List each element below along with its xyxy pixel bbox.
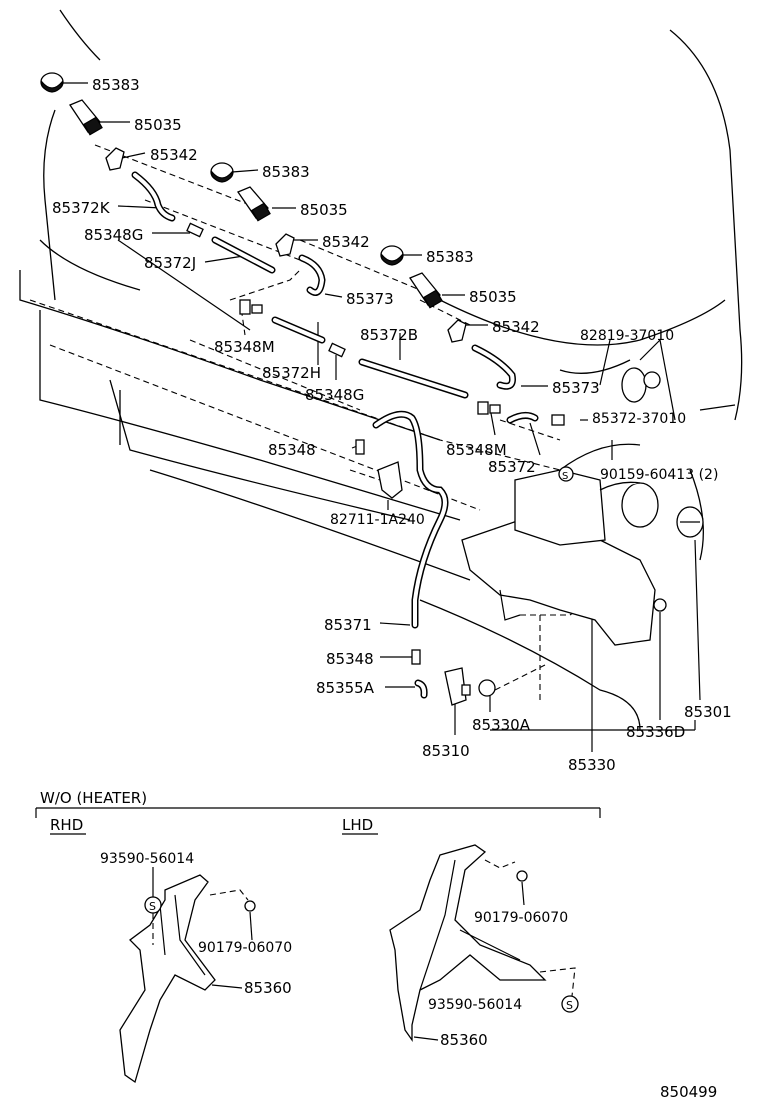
inset-title: W/O (HEATER) <box>40 789 147 807</box>
label-85383-c: 85383 <box>426 248 474 266</box>
grommet-85372-37010 <box>551 414 565 426</box>
grommet-85330A <box>478 679 496 697</box>
s-marker-90159: S <box>558 466 574 482</box>
rhd-bracket-label: 85360 <box>244 979 292 997</box>
connector-85348M-a <box>239 299 263 315</box>
connector-85348-a <box>355 439 365 455</box>
routing-dashed-lines <box>29 144 656 700</box>
label-82819-37010: 82819-37010 <box>580 328 674 344</box>
label-85342-c: 85342 <box>492 318 540 336</box>
label-85372J: 85372J <box>144 254 196 272</box>
label-85372K: 85372K <box>52 199 111 217</box>
inset-without-heater: W/O (HEATER) RHD LHD S 93590-56014 90179… <box>35 789 601 1084</box>
hose-85372B <box>358 358 469 399</box>
rhd-bracket-85360 <box>119 874 216 1084</box>
nozzle-85035-c <box>409 272 443 309</box>
connector-85348-b <box>411 649 421 665</box>
label-85372: 85372 <box>488 458 536 476</box>
hose-85372H <box>271 316 326 344</box>
label-85372B: 85372B <box>360 326 418 344</box>
label-85383-a: 85383 <box>92 76 140 94</box>
label-85373-a: 85373 <box>346 290 394 308</box>
lhd-nut-90179 <box>484 859 528 906</box>
cap-85383-b <box>210 162 234 183</box>
rhd-nut-label: 90179-06070 <box>198 940 292 956</box>
label-85035-c: 85035 <box>469 288 517 306</box>
connector-85348M-b <box>477 401 501 415</box>
label-85301: 85301 <box>684 703 732 721</box>
label-85348-a: 85348 <box>268 441 316 459</box>
label-85371: 85371 <box>324 616 372 634</box>
label-85342-b: 85342 <box>322 233 370 251</box>
cap-85301 <box>676 506 704 538</box>
bracket-85342-c <box>447 319 467 343</box>
figure-number: 850499 <box>660 1083 717 1101</box>
bracket-85342-b <box>275 233 295 257</box>
label-85330: 85330 <box>568 756 616 774</box>
hose-85372J <box>211 236 276 274</box>
label-85372-37010: 85372-37010 <box>592 411 686 427</box>
nozzle-85035-b <box>237 186 271 222</box>
rhd-bolt-label: 93590-56014 <box>100 851 194 867</box>
part-labels: 85383 85035 85342 85383 85372K 85035 853… <box>52 76 732 774</box>
inset-lhd-label: LHD <box>342 816 373 834</box>
connector-85348G-b <box>328 342 346 358</box>
grommet-85336D <box>653 598 667 612</box>
hose-85371 <box>372 410 449 629</box>
label-82711-1A240: 82711-1A240 <box>330 512 425 528</box>
clip-82711-1A240 <box>377 461 403 499</box>
rhd-nut-90179 <box>209 889 256 941</box>
nozzle-85035-a <box>69 99 103 136</box>
lhd-bracket-label: 85360 <box>440 1031 488 1049</box>
filler-cap-82819-37010 <box>621 367 661 403</box>
hose-85372K <box>131 171 176 222</box>
label-85383-b: 85383 <box>262 163 310 181</box>
label-85310: 85310 <box>422 742 470 760</box>
lhd-bracket-85360 <box>389 844 547 1043</box>
bracket-85342-a <box>105 147 125 171</box>
lhd-bolt-label: 93590-56014 <box>428 997 522 1013</box>
hose-85373-a <box>298 254 326 296</box>
label-85348M-b: 85348M <box>446 441 507 459</box>
label-85373-b: 85373 <box>552 379 600 397</box>
label-85035-a: 85035 <box>134 116 182 134</box>
label-90159-60413: 90159-60413 (2) <box>600 467 718 483</box>
label-85348G-b: 85348G <box>305 386 364 404</box>
label-85330A: 85330A <box>472 716 531 734</box>
label-85348M-a: 85348M <box>214 338 275 356</box>
label-85336D: 85336D <box>626 723 685 741</box>
label-85348-b: 85348 <box>326 650 374 668</box>
inset-rhd-label: RHD <box>50 816 83 834</box>
washer-tank-85330 <box>461 469 659 646</box>
label-85035-b: 85035 <box>300 201 348 219</box>
cap-85383-c <box>380 245 404 266</box>
hose-85355A <box>414 679 428 699</box>
svg-text:S: S <box>149 900 156 913</box>
label-85342-a: 85342 <box>150 146 198 164</box>
label-85355A: 85355A <box>316 679 375 697</box>
svg-text:S: S <box>566 999 573 1012</box>
hose-85373-b <box>471 344 516 390</box>
hose-85372 <box>506 411 539 424</box>
label-85348G-a: 85348G <box>84 226 143 244</box>
lhd-nut-label: 90179-06070 <box>474 910 568 926</box>
cap-85383-a <box>40 72 64 93</box>
svg-text:S: S <box>562 471 568 482</box>
rhd-bolt-93590: S <box>144 867 162 945</box>
label-85372H: 85372H <box>262 364 321 382</box>
connector-85348G-a <box>186 222 204 238</box>
lhd-bolt-93590: S <box>539 967 579 1013</box>
washer-pump-85310 <box>444 667 471 706</box>
